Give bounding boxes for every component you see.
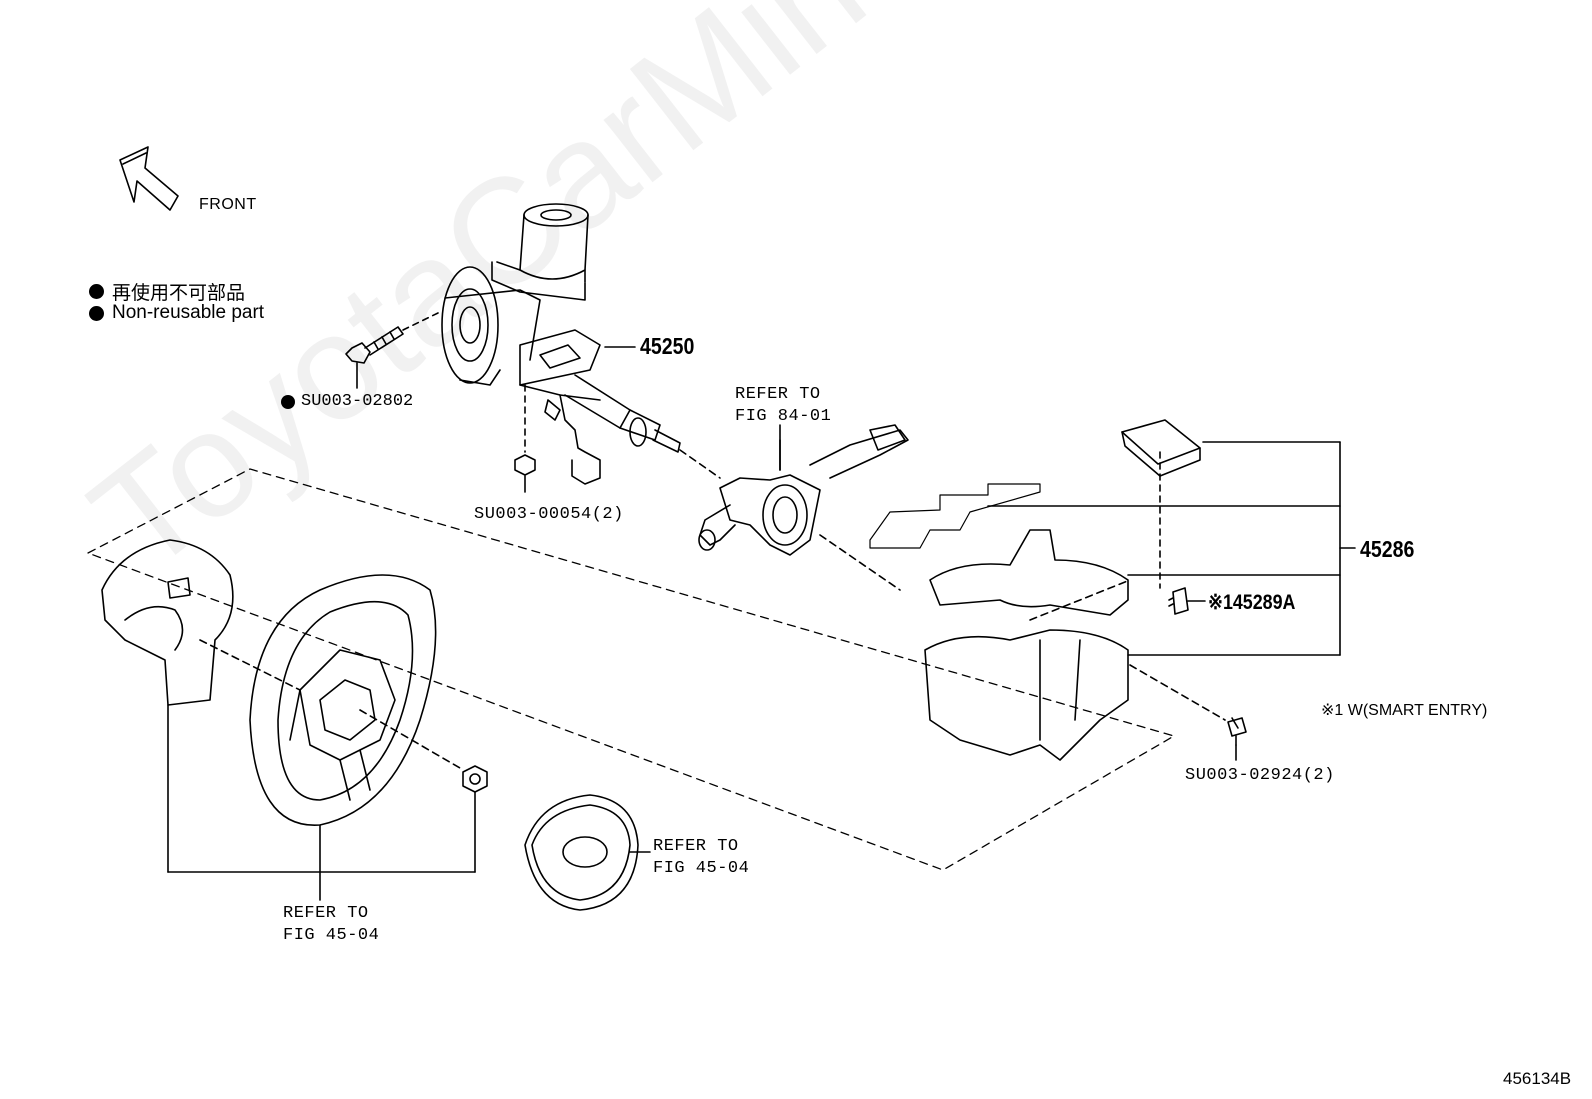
part-label-02802: SU003-02802 bbox=[301, 392, 414, 411]
legend-en-row: Non-reusable part bbox=[89, 302, 264, 324]
part-label-02802-row: SU003-02802 bbox=[281, 392, 413, 411]
legend-en-text: Non-reusable part bbox=[112, 302, 265, 323]
non-reusable-bullet-icon bbox=[281, 394, 295, 409]
ref-wheel-line1: REFER TO bbox=[283, 904, 369, 923]
horn-pad-drawing bbox=[524, 794, 639, 911]
bracket-wheel-ref bbox=[167, 704, 476, 901]
ref-pad-line2: FIG 45-04 bbox=[653, 859, 750, 878]
bracket-45286 bbox=[987, 441, 1356, 656]
part-label-45289a: ※145289A bbox=[1208, 591, 1296, 614]
column-cover-upper-drawing bbox=[1121, 419, 1201, 477]
steering-column-drawing bbox=[441, 203, 681, 485]
connector-45289a-drawing bbox=[1159, 451, 1189, 615]
front-label: FRONT bbox=[199, 196, 257, 213]
assembly-dashed-outline bbox=[87, 468, 1175, 871]
note-smart-entry: ※1 W(SMART ENTRY) bbox=[1321, 702, 1488, 719]
part-label-45286: 45286 bbox=[1360, 536, 1415, 562]
legend-jp-row: 再使用不可部品 bbox=[89, 278, 245, 305]
part-label-00054: SU003-00054(2) bbox=[474, 505, 624, 524]
combination-switch-drawing bbox=[679, 424, 909, 591]
ref-8401-line1: REFER TO bbox=[735, 385, 821, 404]
figure-id: 456134B bbox=[1503, 1069, 1572, 1088]
wheel-nut-drawing bbox=[359, 709, 488, 793]
part-label-02924: SU003-02924(2) bbox=[1185, 766, 1335, 785]
steering-wheel-drawing bbox=[249, 574, 437, 826]
column-cover-gasket-drawing bbox=[869, 483, 1041, 549]
legend-jp-text: 再使用不可部品 bbox=[112, 283, 246, 304]
bullet-icon bbox=[89, 284, 104, 299]
part-label-45250: 45250 bbox=[640, 333, 695, 359]
front-arrow-icon bbox=[119, 146, 179, 211]
ref-wheel-line2: FIG 45-04 bbox=[283, 926, 380, 945]
column-cover-lower-drawing bbox=[924, 529, 1131, 761]
ref-8401-line2: FIG 84-01 bbox=[735, 407, 832, 426]
bullet-icon bbox=[89, 305, 104, 321]
nut-00054-drawing bbox=[514, 384, 536, 493]
column-cover-left-drawing bbox=[101, 539, 301, 706]
bolt-02802-drawing bbox=[345, 312, 439, 389]
screw-02924-drawing bbox=[1129, 664, 1247, 761]
ref-pad-line1: REFER TO bbox=[653, 837, 739, 856]
